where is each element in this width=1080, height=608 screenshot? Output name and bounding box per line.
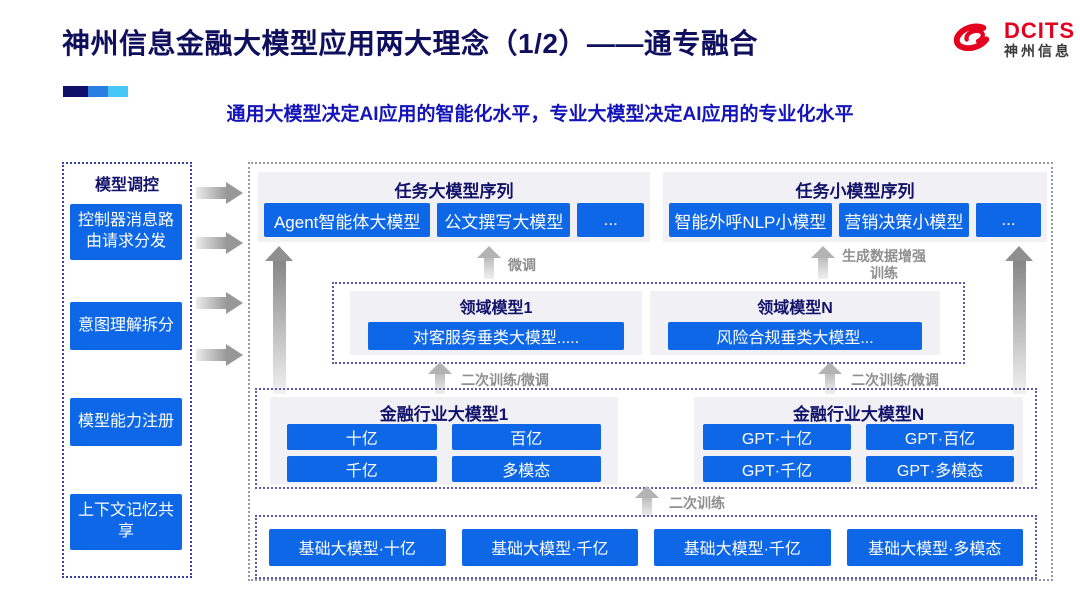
title-accent-bar bbox=[63, 86, 128, 97]
node-base-model-1b[interactable]: 基础大模型·十亿 bbox=[269, 528, 446, 566]
domain-model-n-title: 领域模型N bbox=[757, 300, 833, 317]
sidebar-item-context-memory[interactable]: 上下文记忆共享 bbox=[70, 494, 182, 550]
node-base-model-100b-2[interactable]: 基础大模型·千亿 bbox=[654, 528, 831, 566]
arrow-right-icon bbox=[196, 344, 244, 366]
accent-segment-blue bbox=[88, 86, 108, 97]
arrow-up-icon bbox=[818, 362, 842, 394]
arrow-up-icon bbox=[635, 486, 659, 517]
node-1b-params[interactable]: 十亿 bbox=[287, 424, 437, 450]
dcits-logo: DCITS 神州信息 bbox=[944, 18, 1075, 60]
arrow-up-icon bbox=[1005, 246, 1033, 394]
label-generated-data-training: 生成数据增强训练 bbox=[842, 248, 926, 281]
logo-brand-text: DCITS bbox=[1004, 18, 1075, 44]
label-retrain-finetune-right: 二次训练/微调 bbox=[851, 372, 939, 388]
node-agent-large-model[interactable]: Agent智能体大模型 bbox=[264, 203, 431, 237]
arrow-shaft bbox=[196, 237, 226, 249]
node-more-large-models[interactable]: ... bbox=[577, 203, 644, 237]
arrow-up-icon bbox=[428, 362, 452, 394]
node-gpt-1b[interactable]: GPT·十亿 bbox=[703, 424, 851, 450]
arrow-shaft bbox=[196, 187, 226, 199]
industry-model-1-grid: 十亿 百亿 千亿 多模态 bbox=[287, 424, 601, 482]
logo-company-text: 神州信息 bbox=[1004, 43, 1072, 60]
node-gpt-10b[interactable]: GPT·百亿 bbox=[866, 424, 1014, 450]
task-small-model-series-panel: 任务小模型序列 智能外呼NLP小模型 营销决策小模型 ... bbox=[663, 172, 1047, 242]
domain-model-1-panel: 领域模型1 对客服务垂类大模型..... bbox=[350, 291, 642, 355]
subtitle: 通用大模型决定AI应用的智能化水平，专业大模型决定AI应用的专业化水平 bbox=[226, 104, 854, 125]
node-marketing-decision-small-model[interactable]: 营销决策小模型 bbox=[838, 203, 969, 237]
industry-model-n-title: 金融行业大模型N bbox=[792, 405, 925, 424]
accent-segment-dark bbox=[63, 86, 88, 97]
logo-text: DCITS 神州信息 bbox=[1004, 19, 1075, 59]
base-models-box: 基础大模型·十亿 基础大模型·千亿 基础大模型·千亿 基础大模型·多模态 bbox=[255, 515, 1037, 579]
arrow-shaft bbox=[642, 498, 652, 517]
arrow-head bbox=[226, 344, 243, 366]
arrow-up-icon bbox=[265, 246, 293, 394]
domain-model-n-panel: 领域模型N 风险合规垂类大模型... bbox=[650, 291, 940, 355]
arrow-shaft bbox=[818, 258, 828, 279]
arrow-head bbox=[635, 486, 659, 498]
node-10b-params[interactable]: 百亿 bbox=[451, 424, 601, 450]
arrow-head bbox=[226, 292, 243, 314]
dcits-swirl-icon bbox=[953, 23, 990, 52]
arrow-shaft bbox=[272, 261, 286, 394]
sidebar-item-controller-routing[interactable]: 控制器消息路由请求分发 bbox=[70, 204, 182, 260]
arrow-shaft bbox=[196, 297, 226, 309]
sidebar-title: 模型调控 bbox=[94, 177, 159, 194]
task-large-series-title: 任务大模型序列 bbox=[394, 182, 514, 201]
label-retrain: 二次训练 bbox=[669, 495, 725, 511]
node-document-writing-large-model[interactable]: 公文撰写大模型 bbox=[437, 203, 571, 237]
accent-segment-cyan bbox=[108, 86, 128, 97]
model-architecture-container: 任务大模型序列 Agent智能体大模型 公文撰写大模型 ... 任务小模型序列 … bbox=[248, 162, 1053, 581]
node-gpt-100b[interactable]: GPT·千亿 bbox=[703, 456, 851, 482]
node-outbound-nlp-small-model[interactable]: 智能外呼NLP小模型 bbox=[669, 203, 832, 237]
task-large-model-series-panel: 任务大模型序列 Agent智能体大模型 公文撰写大模型 ... bbox=[258, 172, 650, 242]
industry-models-box: 金融行业大模型1 十亿 百亿 千亿 多模态 金融行业大模型N GPT·十亿 GP… bbox=[255, 388, 1037, 489]
arrow-head bbox=[1005, 246, 1033, 261]
task-small-node-row: 智能外呼NLP小模型 营销决策小模型 ... bbox=[669, 203, 1042, 237]
label-retrain-finetune-left: 二次训练/微调 bbox=[461, 372, 549, 388]
sidebar-item-capability-register[interactable]: 模型能力注册 bbox=[70, 398, 182, 446]
arrow-up-icon bbox=[811, 246, 835, 279]
domain-models-box: 领域模型1 对客服务垂类大模型..... 领域模型N 风险合规垂类大模型... bbox=[332, 282, 965, 364]
sidebar-item-intent-split[interactable]: 意图理解拆分 bbox=[70, 302, 182, 350]
arrow-shaft bbox=[1012, 261, 1026, 394]
task-small-series-title: 任务小模型序列 bbox=[795, 182, 915, 201]
arrow-head bbox=[811, 246, 835, 258]
industry-model-1-panel: 金融行业大模型1 十亿 百亿 千亿 多模态 bbox=[270, 397, 618, 484]
node-risk-compliance-vertical-model[interactable]: 风险合规垂类大模型... bbox=[668, 322, 922, 350]
node-base-model-multimodal[interactable]: 基础大模型·多模态 bbox=[846, 528, 1023, 566]
task-large-node-row: Agent智能体大模型 公文撰写大模型 ... bbox=[264, 203, 644, 237]
arrow-shaft bbox=[435, 374, 445, 394]
node-customer-service-vertical-model[interactable]: 对客服务垂类大模型..... bbox=[368, 322, 624, 350]
arrow-head bbox=[428, 362, 452, 374]
industry-model-1-title: 金融行业大模型1 bbox=[379, 405, 509, 424]
industry-model-n-panel: 金融行业大模型N GPT·十亿 GPT·百亿 GPT·千亿 GPT·多模态 bbox=[694, 397, 1023, 484]
node-base-model-100b[interactable]: 基础大模型·千亿 bbox=[461, 528, 638, 566]
arrow-shaft bbox=[484, 258, 494, 279]
model-control-panel: 模型调控 控制器消息路由请求分发 意图理解拆分 模型能力注册 上下文记忆共享 bbox=[62, 162, 192, 578]
arrow-head bbox=[265, 246, 293, 261]
node-100b-params[interactable]: 千亿 bbox=[287, 456, 437, 482]
arrow-head bbox=[818, 362, 842, 374]
node-gpt-multimodal[interactable]: GPT·多模态 bbox=[866, 456, 1014, 482]
label-finetune: 微调 bbox=[508, 257, 536, 273]
arrow-shaft bbox=[825, 374, 835, 394]
arrow-up-icon bbox=[477, 246, 501, 279]
arrow-right-icon bbox=[196, 232, 244, 254]
arrow-head bbox=[477, 246, 501, 258]
arrow-head bbox=[226, 182, 243, 204]
arrow-right-icon bbox=[196, 292, 244, 314]
arrow-head bbox=[226, 232, 243, 254]
industry-model-n-grid: GPT·十亿 GPT·百亿 GPT·千亿 GPT·多模态 bbox=[703, 424, 1014, 482]
domain-model-1-title: 领域模型1 bbox=[459, 300, 533, 317]
arrow-right-icon bbox=[196, 182, 244, 204]
node-multimodal[interactable]: 多模态 bbox=[451, 456, 601, 482]
node-more-small-models[interactable]: ... bbox=[975, 203, 1042, 237]
page-title: 神州信息金融大模型应用两大理念（1/2）——通专融合 bbox=[62, 28, 758, 59]
arrow-shaft bbox=[196, 349, 226, 361]
